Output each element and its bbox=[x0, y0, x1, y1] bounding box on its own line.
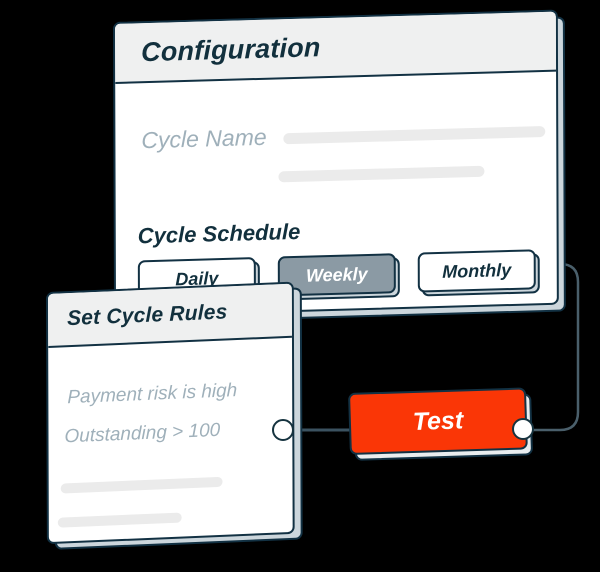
rule-item-1: Outstanding > 100 bbox=[64, 419, 221, 448]
configuration-card-header: Configuration bbox=[115, 11, 557, 84]
segment-monthly[interactable]: Monthly bbox=[417, 249, 536, 293]
wire-test-to-configuration bbox=[524, 262, 580, 432]
cycle-name-label: Cycle Name bbox=[141, 123, 267, 154]
cycle-schedule-label: Cycle Schedule bbox=[137, 218, 301, 249]
rule-item-0: Payment risk is high bbox=[67, 380, 238, 409]
rules-output-port[interactable] bbox=[272, 419, 294, 441]
rules-title: Set Cycle Rules bbox=[67, 300, 228, 331]
rule-placeholder-1[interactable] bbox=[57, 512, 182, 528]
configuration-title: Configuration bbox=[141, 31, 321, 67]
test-button[interactable]: Test bbox=[348, 387, 528, 455]
cycle-name-input[interactable] bbox=[283, 125, 546, 145]
set-cycle-rules-card[interactable]: Set Cycle Rules Payment risk is high Out… bbox=[46, 281, 303, 550]
rules-card-header: Set Cycle Rules bbox=[48, 283, 292, 348]
segment-monthly-wrap: Monthly bbox=[417, 249, 540, 297]
cycle-name-secondary-input[interactable] bbox=[278, 165, 485, 183]
rules-card-surface: Set Cycle Rules Payment risk is high Out… bbox=[46, 281, 295, 545]
rule-placeholder-0[interactable] bbox=[60, 476, 223, 494]
configuration-card[interactable]: Configuration Cycle Name Cycle Schedule … bbox=[113, 9, 566, 324]
test-node[interactable]: Test bbox=[348, 387, 534, 461]
cycle-name-row: Cycle Name bbox=[141, 124, 266, 155]
test-output-port[interactable] bbox=[512, 418, 534, 440]
configuration-card-surface: Configuration Cycle Name Cycle Schedule … bbox=[113, 9, 559, 318]
